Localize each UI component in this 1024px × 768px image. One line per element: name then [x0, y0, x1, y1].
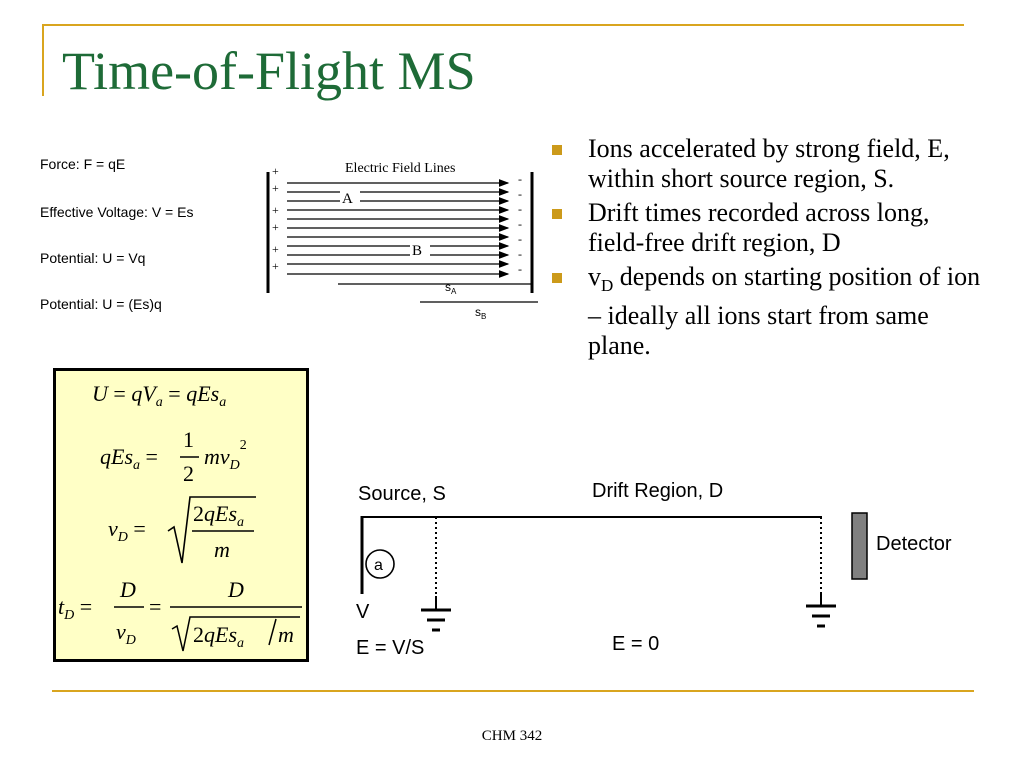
equation-4-equals: =	[149, 594, 161, 619]
svg-text:-: -	[518, 172, 522, 186]
bullet-marker-icon	[552, 209, 562, 219]
svg-text:+: +	[272, 220, 279, 234]
bullet-list: Ions accelerated by strong field, E, wit…	[548, 134, 988, 365]
drift-field-label: E = 0	[612, 633, 659, 655]
equation-potential-1: Potential: U = Vq	[40, 250, 146, 266]
bottom-rule	[52, 690, 974, 692]
svg-text:-: -	[518, 202, 522, 216]
source-label: Source, S	[358, 483, 446, 505]
voltage-label: V	[356, 601, 370, 623]
equation-box: U = qVa = qEsa qEsa = 1 2 mvD2 vD = 2qEs…	[53, 368, 309, 662]
field-lines	[287, 179, 510, 278]
bullet-marker-icon	[552, 145, 562, 155]
plus-signs: + + + + + +	[272, 164, 279, 273]
field-lines-label: Electric Field Lines	[345, 161, 455, 176]
electric-field-diagram: Electric Field Lines +++ +++ --- ---- A …	[266, 161, 538, 321]
svg-text:+: +	[272, 259, 279, 273]
bullet-item-1: Ions accelerated by strong field, E, wit…	[548, 134, 988, 194]
equation-4-mid-numerator: D	[119, 577, 136, 602]
detector-label: Detector	[876, 533, 952, 555]
svg-text:+: +	[272, 242, 279, 256]
equation-4-right-numerator: D	[227, 577, 244, 602]
minus-signs: --- ----	[518, 172, 522, 276]
detector-ground-icon	[806, 592, 836, 628]
point-b-label: B	[412, 243, 422, 259]
svg-text:+: +	[272, 181, 279, 195]
equation-effective-voltage: Effective Voltage: V = Es	[40, 204, 194, 220]
title-top-rule	[42, 24, 964, 26]
title-left-rule	[42, 24, 44, 96]
svg-text:+: +	[272, 203, 279, 217]
detector-icon	[851, 512, 868, 580]
equation-3-left: vD =	[108, 516, 146, 545]
equation-3-numerator: 2qEsa	[193, 501, 244, 530]
svg-text:-: -	[518, 262, 522, 276]
equation-4-right-denominator: 2qEsa	[193, 622, 244, 651]
footer-course-label: CHM 342	[481, 728, 543, 744]
svg-text:+: +	[272, 164, 279, 178]
source-ground-icon	[421, 596, 451, 632]
bullet-marker-icon	[552, 273, 562, 283]
svg-text:m: m	[278, 622, 294, 647]
equation-2-numerator: 1	[183, 427, 194, 452]
ion-label: a	[374, 557, 383, 574]
equation-force: Force: F = qE	[40, 156, 126, 172]
slide-title: Time-of-Flight MS	[62, 41, 476, 101]
equation-1: U = qVa = qEsa	[92, 381, 226, 410]
point-a-label: A	[342, 191, 353, 207]
equation-2-right: mvD2	[204, 438, 247, 473]
bullet-item-2: Drift times recorded across long, field-…	[548, 198, 988, 258]
bullet-item-3: vD depends on starting position of ion –…	[548, 262, 988, 361]
drift-region-diagram: Source, S Drift Region, D Detector a V E…	[356, 480, 952, 659]
equation-2-denominator: 2	[183, 461, 194, 486]
svg-text:-: -	[518, 247, 522, 261]
svg-text:-: -	[518, 217, 522, 231]
equation-3-denominator: m	[214, 537, 230, 562]
equation-box-formulas: U = qVa = qEsa qEsa = 1 2 mvD2 vD = 2qEs…	[58, 381, 302, 652]
equation-4-mid-denominator: vD	[116, 619, 136, 648]
s-b-label: sB	[475, 305, 486, 321]
s-a-label: sA	[445, 280, 457, 296]
drift-region-label: Drift Region, D	[592, 480, 723, 502]
source-field-label: E = V/S	[356, 637, 424, 659]
equation-4-left: tD =	[58, 594, 92, 623]
equation-potential-2: Potential: U = (Es)q	[40, 296, 162, 312]
svg-text:-: -	[518, 187, 522, 201]
equation-2-left: qEsa =	[100, 444, 158, 473]
svg-text:-: -	[518, 232, 522, 246]
ion-circle-icon	[365, 549, 395, 579]
